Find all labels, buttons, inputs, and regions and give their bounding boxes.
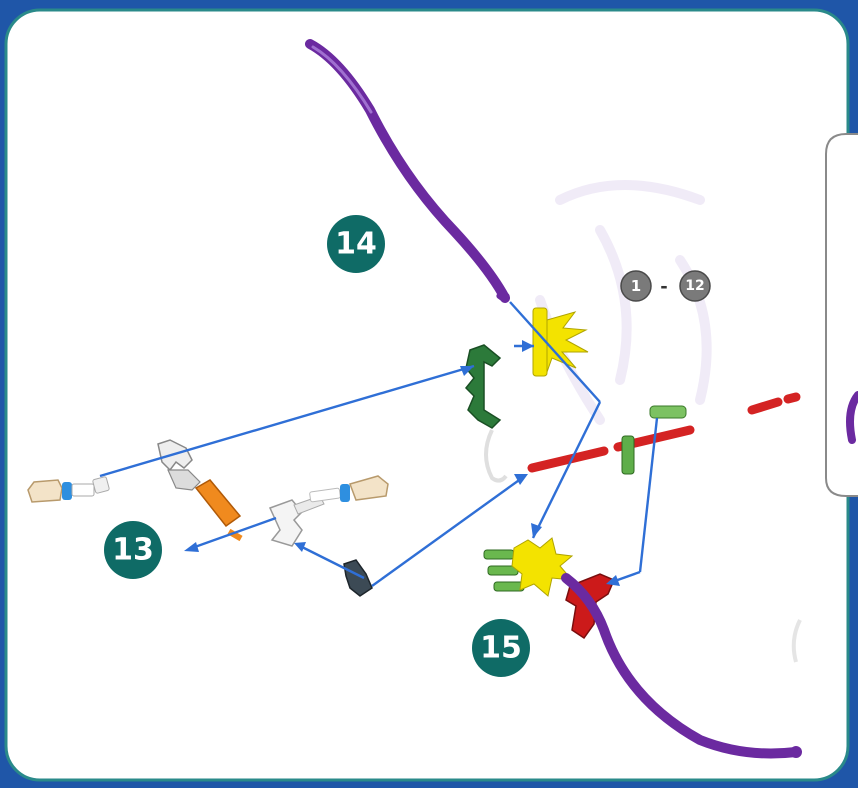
purple-rod-bottom-end (790, 746, 802, 758)
small-green-connector (650, 406, 686, 418)
step-14-label: 14 (335, 227, 377, 262)
green-peg-on-rod (622, 436, 634, 474)
step-badge-14: 14 (327, 215, 385, 273)
range-separator: - (660, 277, 667, 298)
range-to-label: 12 (685, 278, 704, 294)
step-15-label: 15 (480, 631, 522, 666)
step-badge-13: 13 (104, 521, 162, 579)
step-13-label: 13 (112, 533, 154, 568)
main-panel (6, 10, 848, 780)
range-from-label: 1 (631, 277, 641, 295)
step-badge-15: 15 (472, 619, 530, 677)
